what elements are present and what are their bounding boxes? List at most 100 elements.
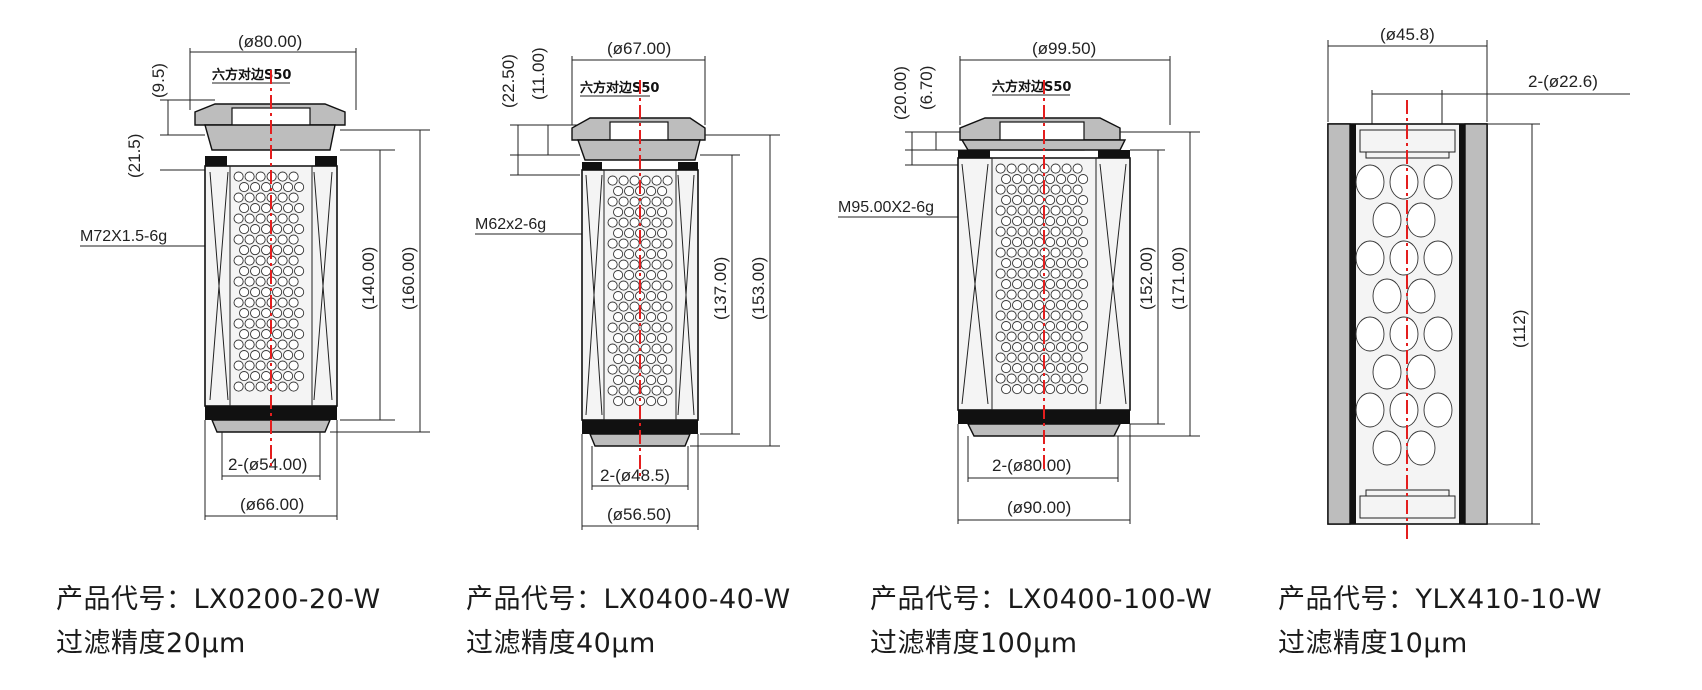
perforation-hole	[646, 207, 657, 218]
perforation-hole	[288, 234, 299, 245]
perforation-hole	[624, 228, 635, 239]
perforation-hole	[1001, 321, 1012, 332]
perforation-hole	[1006, 373, 1017, 384]
perforation-hole	[250, 329, 261, 340]
perforation-hole	[629, 301, 640, 312]
perforation-hole	[995, 352, 1006, 363]
hex-label: 六方对边S50	[580, 80, 659, 96]
perforation-hole	[1006, 184, 1017, 195]
bottom-diameter-label: (ø90.00)	[1007, 498, 1071, 517]
perforation-hole	[657, 396, 668, 407]
perforation-hole	[233, 276, 244, 287]
perforation-hole	[1072, 289, 1083, 300]
perforation-hole	[1056, 174, 1067, 185]
perforation-hole	[283, 245, 294, 256]
perforation-hole	[1078, 279, 1089, 290]
perforation-hole	[1406, 278, 1436, 314]
perforation-hole	[244, 381, 255, 392]
perforation-hole	[1001, 216, 1012, 227]
perforation-hole	[657, 249, 668, 260]
perforation-hole	[1061, 184, 1072, 195]
perforation-hole	[1078, 258, 1089, 269]
perforation-hole	[662, 364, 673, 375]
perforation-hole	[1072, 310, 1083, 321]
dim-h2: (11.00)	[529, 47, 548, 100]
perforation-hole	[288, 276, 299, 287]
perforation-hole	[613, 375, 624, 386]
perforation-hole	[1017, 226, 1028, 237]
bottom-diameter-label: (ø56.50)	[607, 505, 671, 524]
perforation-hole	[1017, 184, 1028, 195]
perforation-hole	[1072, 226, 1083, 237]
perforation-hole	[613, 354, 624, 365]
perforation-hole	[1028, 310, 1039, 321]
perforation-hole	[239, 203, 250, 214]
perforation-hole	[662, 238, 673, 249]
perforation-hole	[1061, 205, 1072, 216]
perforation-hole	[1078, 174, 1089, 185]
perforation-hole	[995, 205, 1006, 216]
perforation-hole	[1006, 268, 1017, 279]
perforation-hole	[1078, 300, 1089, 311]
perforation-hole	[618, 175, 629, 186]
perforation-hole	[629, 217, 640, 228]
perforation-hole	[1355, 392, 1385, 428]
perforation-hole	[272, 329, 283, 340]
perforation-hole	[1006, 163, 1017, 174]
perforation-hole	[1023, 216, 1034, 227]
thread-label: M72X1.5-6g	[80, 228, 167, 245]
perforation-hole	[657, 207, 668, 218]
perforation-hole	[1056, 363, 1067, 374]
perforation-hole	[283, 371, 294, 382]
perforation-hole	[1001, 279, 1012, 290]
perforation-hole	[1061, 310, 1072, 321]
perforation-hole	[244, 318, 255, 329]
hex-label: 六方对边S50	[212, 67, 291, 83]
perforation-hole	[255, 192, 266, 203]
perforation-hole	[1072, 352, 1083, 363]
dim-h2: (6.70)	[917, 66, 936, 110]
perforation-hole	[233, 318, 244, 329]
perforation-hole	[657, 270, 668, 281]
perforation-hole	[294, 224, 305, 235]
perforation-hole	[618, 196, 629, 207]
perforation-hole	[613, 312, 624, 323]
perforation-hole	[1028, 373, 1039, 384]
bore-label: 2-(ø54.00)	[228, 455, 307, 474]
perforation-hole	[1355, 164, 1385, 200]
perforation-hole	[662, 217, 673, 228]
perforation-hole	[624, 207, 635, 218]
perforation-hole	[250, 266, 261, 277]
perforation-hole	[1045, 195, 1056, 206]
perforation-hole	[288, 192, 299, 203]
perforation-hole	[646, 270, 657, 281]
perforation-hole	[995, 289, 1006, 300]
perforation-hole	[662, 322, 673, 333]
perforation-hole	[995, 373, 1006, 384]
perforation-hole	[1028, 289, 1039, 300]
perforation-hole	[624, 333, 635, 344]
perforation-hole	[618, 217, 629, 228]
perforation-hole	[255, 276, 266, 287]
perforation-hole	[261, 329, 272, 340]
perforation-hole	[613, 291, 624, 302]
perforation-hole	[1050, 289, 1061, 300]
product-code: 产品代号：YLX410-10-W	[1278, 584, 1603, 615]
perforation-hole	[1389, 392, 1419, 428]
perforation-hole	[629, 322, 640, 333]
perforation-hole	[283, 224, 294, 235]
perforation-hole	[1017, 163, 1028, 174]
perforation-hole	[1078, 321, 1089, 332]
dim-inner-length: (140.00)	[359, 247, 378, 310]
perforation-hole	[1012, 279, 1023, 290]
dim-h1: (20.00)	[891, 66, 910, 120]
perforation-hole	[640, 385, 651, 396]
perforation-hole	[272, 287, 283, 298]
perforation-hole	[1045, 237, 1056, 248]
perforation-hole	[995, 163, 1006, 174]
perforation-hole	[1006, 247, 1017, 258]
perforation-hole	[1012, 195, 1023, 206]
perforation-hole	[1045, 363, 1056, 374]
perforation-hole	[261, 224, 272, 235]
perforation-hole	[651, 217, 662, 228]
